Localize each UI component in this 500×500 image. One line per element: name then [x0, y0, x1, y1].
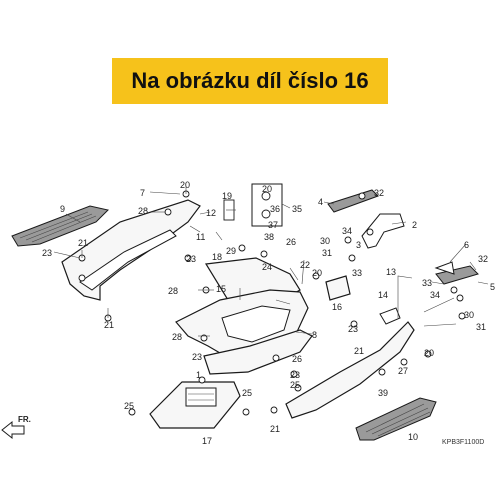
callout-30-b: 30 [464, 310, 474, 320]
callout-39: 39 [378, 388, 388, 398]
callout-21-c: 21 [354, 346, 364, 356]
part-16-bracket [325, 275, 351, 301]
callout-25-b: 25 [124, 401, 134, 411]
part-35-clip-group [251, 183, 283, 227]
part-10-floor-mat [355, 397, 437, 441]
callout-labels: 9 23 21 21 7 28 20 12 11 19 23 29 18 20 … [42, 180, 495, 446]
fr-label: FR. [18, 415, 31, 424]
part-2-stay [361, 213, 405, 249]
part-9-side-cover [11, 205, 109, 247]
fr-arrow: FR. [1, 415, 31, 440]
callout-22: 22 [300, 260, 310, 270]
callout-26-a: 26 [286, 237, 296, 247]
callout-25-c: 25 [242, 388, 252, 398]
callout-17: 17 [202, 436, 212, 446]
part-8-floor-panel [203, 329, 313, 375]
callout-32-a: 32 [374, 188, 384, 198]
callout-30-a: 30 [320, 236, 330, 246]
callout-9: 9 [60, 204, 65, 214]
callout-20-c: 20 [312, 268, 322, 278]
callout-33-b: 33 [422, 278, 432, 288]
part-11-body-cover [61, 199, 201, 301]
callout-23-c: 23 [192, 352, 202, 362]
callout-23-d: 23 [290, 370, 300, 380]
callout-20-b: 20 [262, 184, 272, 194]
callout-5: 5 [490, 282, 495, 292]
callout-2: 2 [412, 220, 417, 230]
leader-lines [53, 186, 489, 337]
part-6-step-bracket [434, 261, 479, 285]
callout-34-b: 34 [430, 290, 440, 300]
reference-code: KPB3F1100D [442, 439, 484, 446]
callout-21-d: 21 [270, 424, 280, 434]
callout-31-b: 31 [476, 322, 486, 332]
callout-36: 36 [270, 204, 280, 214]
callout-20-d: 20 [424, 348, 434, 358]
callout-32-b: 32 [478, 254, 488, 264]
callout-14: 14 [378, 290, 388, 300]
callout-28-c: 28 [172, 332, 182, 342]
callout-10: 10 [408, 432, 418, 442]
banner-text: Na obrázku díl číslo 16 [131, 68, 369, 93]
callout-8: 8 [312, 330, 317, 340]
callout-37: 37 [268, 220, 278, 230]
callout-25-a: 25 [290, 380, 300, 390]
callout-31-a: 31 [322, 248, 332, 258]
callout-28-b: 28 [168, 286, 178, 296]
callout-16: 16 [332, 302, 342, 312]
callout-38: 38 [264, 232, 274, 242]
part-17-undercover [149, 381, 241, 429]
callout-7: 7 [140, 188, 145, 198]
callout-21-b: 21 [104, 320, 114, 330]
callout-29: 29 [226, 246, 236, 256]
callout-35: 35 [292, 204, 302, 214]
part-4-step-bracket [327, 189, 379, 213]
title-banner: Na obrázku díl číslo 16 [112, 58, 388, 104]
fasteners [78, 190, 466, 416]
callout-12: 12 [206, 208, 216, 218]
callout-19: 19 [222, 191, 232, 201]
callout-23: 23 [42, 248, 52, 258]
callout-13: 13 [386, 267, 396, 277]
callout-20-a: 20 [180, 180, 190, 190]
callout-27: 27 [398, 366, 408, 376]
callout-23-b: 23 [186, 254, 196, 264]
callout-33-a: 33 [352, 268, 362, 278]
callout-21-a: 21 [78, 238, 88, 248]
callout-26-b: 26 [292, 354, 302, 364]
callout-23-e: 23 [348, 324, 358, 334]
callout-6: 6 [464, 240, 469, 250]
callout-11: 11 [196, 232, 205, 242]
callout-4: 4 [318, 197, 323, 207]
callout-18: 18 [212, 252, 222, 262]
callout-28-a: 28 [138, 206, 148, 216]
part-13-side-skirt [285, 307, 415, 419]
callout-1: 1 [196, 370, 201, 380]
callout-15: 15 [216, 284, 226, 294]
callout-34-a: 34 [342, 226, 352, 236]
callout-3: 3 [356, 240, 361, 250]
callout-24: 24 [262, 262, 272, 272]
